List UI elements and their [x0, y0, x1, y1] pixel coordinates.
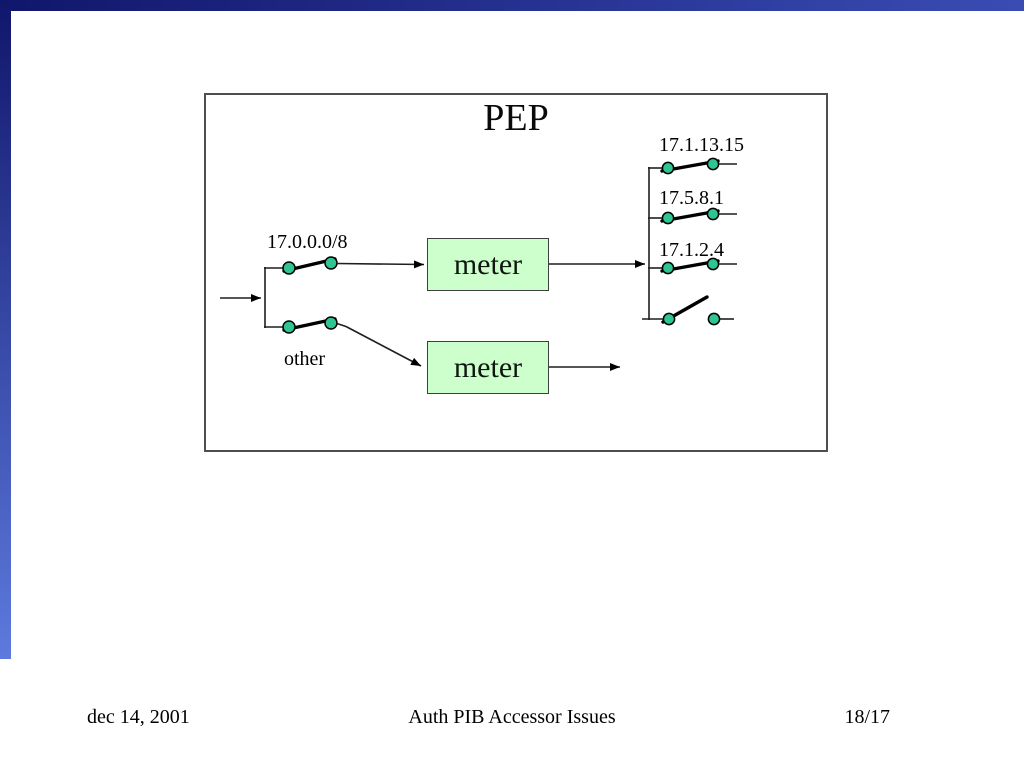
label-output-2: 17.5.8.1 — [659, 187, 724, 209]
label-output-3: 17.1.2.4 — [659, 239, 724, 261]
meter-box-1-label: meter — [453, 247, 523, 281]
accent-bar-left — [0, 0, 11, 659]
label-subnet-filter: 17.0.0.0/8 — [267, 231, 348, 253]
diagram-frame — [204, 93, 828, 452]
meter-box-1: meter — [427, 238, 549, 291]
meter-box-2: meter — [427, 341, 549, 394]
accent-bar-top — [0, 0, 1024, 11]
label-output-1: 17.1.13.15 — [659, 134, 744, 156]
footer-date: dec 14, 2001 — [87, 706, 190, 728]
footer-title: Auth PIB Accessor Issues — [408, 706, 616, 728]
footer-page-number: 18/17 — [844, 706, 890, 728]
meter-box-2-label: meter — [453, 350, 523, 384]
label-other-filter: other — [284, 348, 326, 370]
slide-title: PEP — [483, 97, 549, 139]
